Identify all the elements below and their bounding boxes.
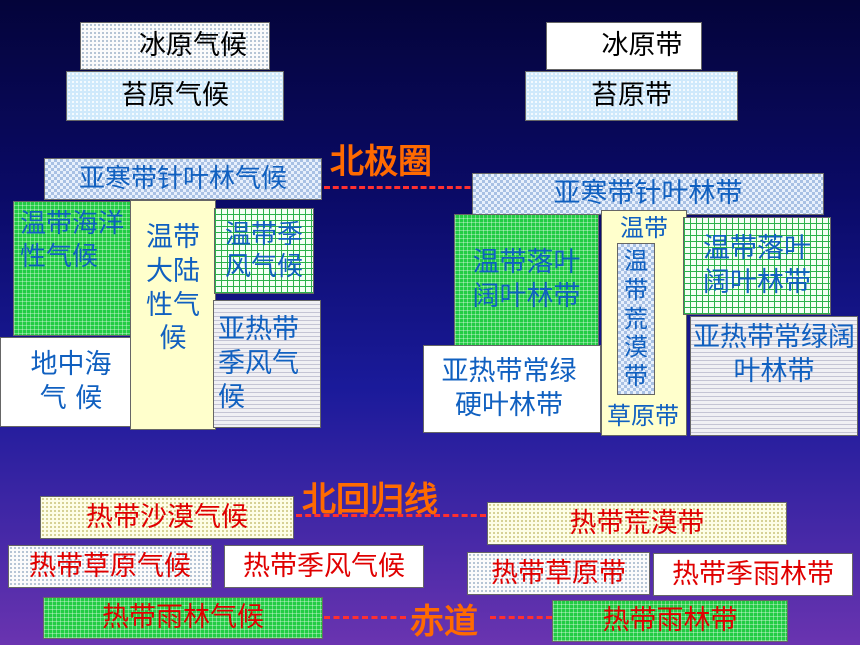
box-temperate-desert-zone: 温带荒漠带 (617, 243, 655, 395)
box-tropical-monsoon-forest-zone: 热带季雨林带 (653, 553, 853, 596)
label-ice-cap-climate: 冰原气候 (139, 30, 247, 62)
label-tropical-rainforest-zone: 热带雨林带 (602, 605, 738, 637)
label-temperate-header: 温带 (620, 214, 668, 242)
label-tropical-grassland-zone: 热带草原带 (491, 557, 626, 589)
box-temperate-deciduous-right: 温带落叶阔叶林带 (683, 217, 831, 315)
label-temperate-deciduous-left: 温带落叶阔叶林带 (472, 247, 581, 312)
box-subtropical-evergreen-zone: 亚热带常绿阔叶林带 (690, 316, 858, 436)
label-tropic-of-cancer: 北回归线 (302, 480, 438, 520)
label-tropical-desert-climate: 热带沙漠气候 (86, 501, 248, 533)
label-temperate-continental-climate: 温带大陆性气候 (146, 222, 200, 355)
box-subtropical-sclerophyll-zone: 亚热带常绿硬叶林带 (423, 345, 601, 433)
box-tropical-rainforest-zone: 热带雨林带 (552, 600, 788, 642)
label-taiga-zone: 亚寒带针叶林带 (553, 178, 743, 210)
label-tropical-desert-zone: 热带荒漠带 (569, 507, 705, 539)
box-tropical-desert-climate: 热带沙漠气候 (40, 496, 294, 539)
tropic-of-cancer-dashed-line (296, 514, 486, 517)
box-ice-cap-climate: 冰原气候 (80, 22, 270, 70)
equator-dashed-line-left (324, 616, 406, 619)
label-temperate-grassland-zone: 草原带 (607, 402, 679, 430)
label-ice-sheet-zone: 冰原带 (601, 30, 683, 62)
box-subarctic-climate: 亚寒带针叶林气候 (44, 158, 322, 200)
label-tropical-rainforest-climate: 热带雨林气候 (102, 602, 264, 634)
box-tundra-zone: 苔原带 (525, 71, 738, 121)
label-subtropical-sclerophyll-zone: 亚热带常绿硬叶林带 (441, 356, 577, 421)
box-tropical-savanna-climate: 热带草原气候 (8, 545, 212, 588)
label-temperate-desert-zone: 温带荒漠带 (624, 247, 648, 391)
label-tundra-climate: 苔原气候 (121, 80, 229, 112)
label-subtropical-evergreen-zone: 亚热带常绿阔叶林带 (693, 322, 855, 387)
label-tropical-monsoon-climate: 热带季风气候 (243, 550, 405, 582)
label-temperate-maritime-climate: 温带海洋性气候 (20, 209, 125, 272)
arctic-circle-dashed-line (324, 186, 488, 189)
label-temperate-monsoon-climate: 温带季风气候 (224, 219, 303, 283)
box-tundra-climate: 苔原气候 (66, 71, 284, 121)
box-temperate-continental-climate: 温带大陆性气候 (130, 200, 216, 430)
box-mediterranean-climate: 地中海气 候 (0, 337, 132, 427)
label-subarctic-climate: 亚寒带针叶林气候 (78, 163, 287, 194)
label-tundra-zone: 苔原带 (591, 80, 672, 112)
label-mediterranean-climate: 地中海气 候 (30, 349, 112, 414)
equator-dashed-line-right (490, 616, 552, 619)
box-tropical-rainforest-climate: 热带雨林气候 (43, 597, 323, 639)
label-arctic-circle: 北极圈 (330, 142, 432, 182)
box-taiga-zone: 亚寒带针叶林带 (472, 173, 824, 215)
box-temperate-monsoon-climate: 温带季风气候 (214, 208, 314, 294)
box-subtropical-monsoon-climate: 亚热带季风气候 (213, 300, 321, 428)
box-tropical-monsoon-climate: 热带季风气候 (224, 545, 424, 588)
label-tropical-savanna-climate: 热带草原气候 (29, 550, 191, 582)
box-temperate-grassland-zone: 草原带 (600, 400, 686, 432)
label-temperate-deciduous-right: 温带落叶阔叶林带 (703, 233, 811, 298)
label-subtropical-monsoon-climate: 亚热带季风气候 (218, 314, 299, 413)
label-equator: 赤道 (410, 602, 478, 642)
box-tropical-grassland-zone: 热带草原带 (467, 552, 650, 595)
box-temperate-deciduous-left: 温带落叶阔叶林带 (454, 214, 599, 346)
label-tropical-monsoon-forest-zone: 热带季雨林带 (672, 558, 834, 590)
box-temperate-maritime-climate: 温带海洋性气候 (13, 201, 131, 336)
box-ice-sheet-zone: 冰原带 (546, 22, 702, 70)
box-tropical-desert-zone: 热带荒漠带 (487, 502, 787, 545)
